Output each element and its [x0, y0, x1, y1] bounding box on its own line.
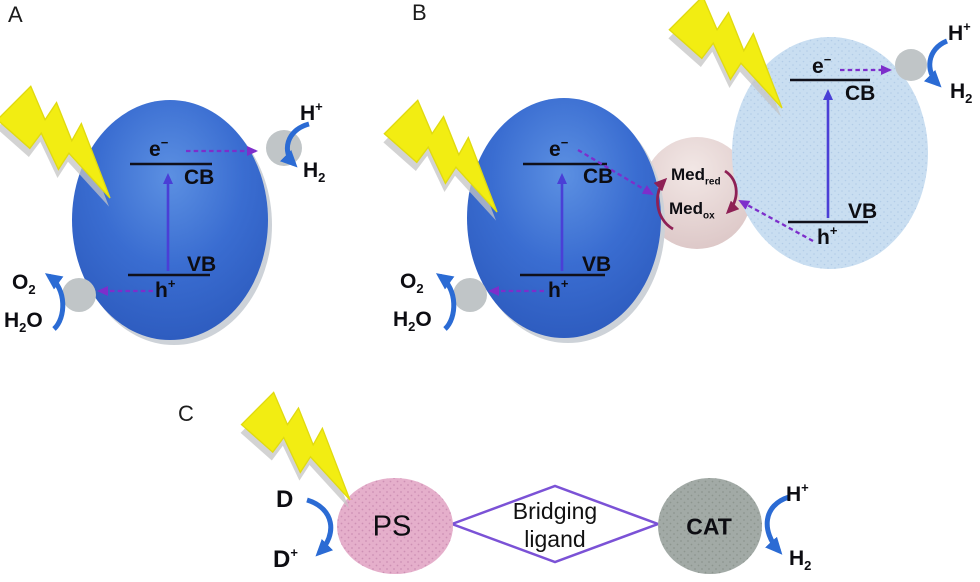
- cb-label-b1: CB: [583, 165, 614, 188]
- h2-label-a: H2: [303, 159, 326, 186]
- vb-label-a: VB: [187, 253, 217, 276]
- h2-label-b: H2: [950, 80, 973, 107]
- h2o-label-a: H2O: [4, 309, 43, 336]
- panel-c-label: C: [178, 401, 194, 426]
- water-oxidation-arrow-a: [44, 273, 66, 331]
- mediator-red-label: Medred: [671, 165, 721, 188]
- vb-label-b2: VB: [848, 200, 878, 223]
- mediator-cycle-arrow-right: [724, 169, 740, 215]
- electron-label-b2: e−: [812, 52, 832, 78]
- hole-to-mediator-arrow-b: [738, 199, 814, 243]
- ps-label: PS: [372, 510, 412, 543]
- electron-label-a: e−: [149, 135, 169, 161]
- h-plus-label-a: H+: [300, 99, 323, 125]
- o2-label-a: O2: [12, 271, 36, 298]
- electron-to-mediator-arrow-b: [577, 149, 654, 196]
- proton-reduction-arrow-c: [764, 494, 790, 555]
- semiconductor2-ellipse-texture-b: [732, 37, 928, 269]
- donor-ox-label: D+: [273, 545, 298, 573]
- h2-label-c: H2: [789, 547, 812, 574]
- proton-reduction-arrow-b: [923, 38, 949, 88]
- electron-label-b1: e−: [549, 135, 569, 161]
- h-plus-label-b: H+: [948, 19, 971, 45]
- h2o-label-b: H2O: [393, 308, 432, 335]
- h-plus-label-c: H+: [786, 480, 809, 506]
- donor-label: D: [276, 486, 294, 513]
- proton-reduction-arrow-a: [279, 121, 310, 168]
- cat-label: CAT: [686, 513, 732, 540]
- panel-a-label: A: [8, 2, 23, 27]
- hole-label-b1: h+: [548, 276, 569, 302]
- cb-label-b2: CB: [845, 82, 876, 105]
- panel-b-label: B: [412, 0, 427, 25]
- o2-cocatalyst-a: [62, 278, 96, 312]
- o2-cocatalyst-b: [453, 278, 487, 312]
- mediator-cycle-arrow-left: [653, 177, 674, 231]
- hole-label-b2: h+: [817, 223, 838, 249]
- o2-label-b: O2: [400, 270, 424, 297]
- vb-label-b1: VB: [582, 253, 612, 276]
- semiconductor-ellipse-a: [72, 100, 268, 340]
- cb-label-a: CB: [184, 166, 215, 189]
- hole-label-a: h+: [155, 276, 176, 302]
- donor-oxidation-arrow: [306, 497, 334, 557]
- semiconductor1-ellipse-b: [467, 98, 661, 338]
- h2-cocatalyst-b: [895, 49, 927, 81]
- cat-circle-texture: [658, 478, 762, 574]
- bridging-ligand-diamond: [448, 484, 662, 564]
- water-oxidation-arrow-b: [435, 273, 457, 331]
- redox-mediator-circle: [642, 137, 752, 249]
- ps-ellipse-texture: [337, 478, 453, 574]
- mediator-ox-label: Medox: [669, 199, 715, 222]
- h2-cocatalyst-a: [266, 130, 302, 166]
